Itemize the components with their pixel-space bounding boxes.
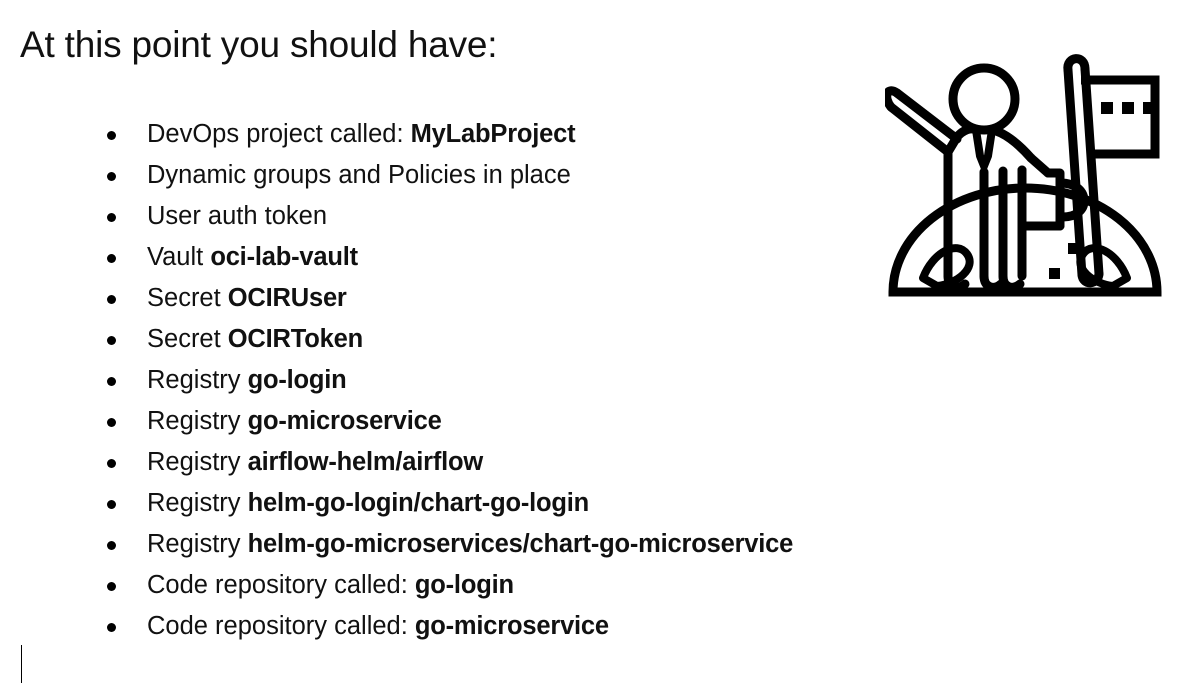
list-item: Code repository called: go-login xyxy=(99,565,879,606)
bullet-dot-icon xyxy=(107,253,116,263)
list-item-value: helm-go-login/chart-go-login xyxy=(247,489,590,517)
text-caret xyxy=(21,645,22,683)
list-item: Registry go-microservice xyxy=(99,401,879,442)
list-item-value: OCIRToken xyxy=(227,325,363,353)
bullet-dot-icon xyxy=(107,171,116,181)
list-item-label: Registry xyxy=(147,448,248,476)
list-item-label: Dynamic groups and Policies in place xyxy=(147,161,571,189)
list-item-value: go-microservice xyxy=(247,407,442,435)
checklist: DevOps project called: MyLabProject Dyna… xyxy=(99,114,879,647)
bullet-dot-icon xyxy=(107,212,116,222)
list-item-label: Secret xyxy=(147,284,228,312)
list-item-value: helm-go-microservices/chart-go-microserv… xyxy=(247,530,794,558)
list-item: DevOps project called: MyLabProject xyxy=(99,114,879,155)
bullet-dot-icon xyxy=(107,622,116,632)
list-item-value: OCIRUser xyxy=(227,284,347,312)
list-item: Vault oci-lab-vault xyxy=(99,237,879,278)
list-item-value: MyLabProject xyxy=(410,120,576,148)
list-item-label: Registry xyxy=(147,489,248,517)
list-item-label: Registry xyxy=(147,530,248,558)
list-item-label: Vault xyxy=(147,243,211,271)
list-item: User auth token xyxy=(99,196,879,237)
list-item-value: go-login xyxy=(247,366,347,394)
list-item-value: go-login xyxy=(414,571,514,599)
list-item-value: oci-lab-vault xyxy=(210,243,358,271)
bullet-dot-icon xyxy=(107,376,116,386)
person-planting-flag-on-moon-icon xyxy=(885,40,1165,325)
list-item: Dynamic groups and Policies in place xyxy=(99,155,879,196)
list-item: Code repository called: go-microservice xyxy=(99,606,879,647)
list-item: Registry airflow-helm/airflow xyxy=(99,442,879,483)
list-item: Secret OCIRUser xyxy=(99,278,879,319)
list-item-label: Code repository called: xyxy=(147,612,415,640)
list-item-label: Registry xyxy=(147,407,248,435)
list-item: Registry helm-go-microservices/chart-go-… xyxy=(99,524,879,565)
bullet-dot-icon xyxy=(107,581,116,591)
list-item: Registry go-login xyxy=(99,360,879,401)
bullet-dot-icon xyxy=(107,130,116,140)
list-item-value: go-microservice xyxy=(414,612,609,640)
bullet-dot-icon xyxy=(107,417,116,427)
list-item-label: User auth token xyxy=(147,202,328,230)
bullet-dot-icon xyxy=(107,540,116,550)
bullet-dot-icon xyxy=(107,335,116,345)
list-item-label: DevOps project called: xyxy=(147,120,411,148)
bullet-dot-icon xyxy=(107,499,116,509)
list-item-label: Secret xyxy=(147,325,228,353)
bullet-dot-icon xyxy=(107,458,116,468)
list-item: Registry helm-go-login/chart-go-login xyxy=(99,483,879,524)
list-item-label: Code repository called: xyxy=(147,571,415,599)
list-item-value: airflow-helm/airflow xyxy=(247,448,484,476)
list-item-label: Registry xyxy=(147,366,248,394)
page-title: At this point you should have: xyxy=(20,24,498,65)
bullet-dot-icon xyxy=(107,294,116,304)
list-item: Secret OCIRToken xyxy=(99,319,879,360)
